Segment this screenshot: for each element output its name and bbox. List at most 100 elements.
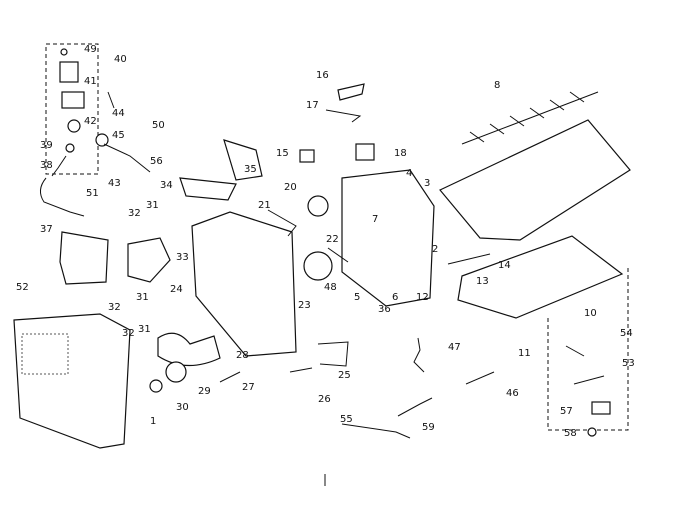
switch-35 <box>223 139 263 181</box>
small-parts-stack <box>51 48 109 177</box>
part-label-23: 23 <box>298 300 311 311</box>
bracket-34 <box>179 177 237 201</box>
part-label-31: 31 <box>136 292 149 303</box>
part-label-22: 22 <box>326 234 339 245</box>
part-15 <box>299 149 315 163</box>
part-label-34: 34 <box>160 180 173 191</box>
part-label-45: 45 <box>112 130 125 141</box>
part-label-31: 31 <box>138 324 151 335</box>
part-label-53: 53 <box>622 358 635 369</box>
part-18 <box>355 143 375 161</box>
part-label-30: 30 <box>176 402 189 413</box>
part-label-38: 38 <box>40 160 53 171</box>
part-label-52: 52 <box>16 282 29 293</box>
screw-44 <box>107 91 115 109</box>
part-label-3: 3 <box>424 178 430 189</box>
part-27 <box>219 371 241 383</box>
heater-rod-43 <box>103 143 151 173</box>
motor-33 <box>127 237 171 283</box>
part-label-26: 26 <box>318 394 331 405</box>
motor-bracket-28 <box>157 332 221 367</box>
shelf-13 <box>457 235 624 319</box>
tray-3 <box>439 119 631 241</box>
gear-23 <box>303 251 333 281</box>
cover-grille <box>21 333 69 375</box>
part-21 <box>267 209 297 237</box>
part-label-10: 10 <box>584 308 597 319</box>
part-label-46: 46 <box>506 388 519 399</box>
fill-cup-37 <box>59 231 109 285</box>
part-22 <box>327 247 349 263</box>
part-label-35: 35 <box>244 164 257 175</box>
part-label-29: 29 <box>198 386 211 397</box>
part-20 <box>307 195 329 217</box>
part-label-39: 39 <box>40 140 53 151</box>
part-label-17: 17 <box>306 100 319 111</box>
part-47 <box>413 337 425 373</box>
part-label-24: 24 <box>170 284 183 295</box>
mold-body-4 <box>341 169 435 307</box>
part-label-11: 11 <box>518 348 531 359</box>
part-label-32: 32 <box>122 328 135 339</box>
part-57 <box>591 401 611 415</box>
part-label-55: 55 <box>340 414 353 425</box>
part-label-47: 47 <box>448 342 461 353</box>
part-29 <box>165 361 187 383</box>
part-label-25: 25 <box>338 370 351 381</box>
part-label-44: 44 <box>112 108 125 119</box>
part-label-13: 13 <box>476 276 489 287</box>
part-label-32: 32 <box>108 302 121 313</box>
part-label-49: 49 <box>84 44 97 55</box>
part-label-32: 32 <box>128 208 141 219</box>
part-label-36: 36 <box>378 304 391 315</box>
part-53 <box>573 375 605 385</box>
housing-24 <box>191 211 297 357</box>
part-number-labels: 4940414442394538435056513734323135335231… <box>16 44 635 439</box>
part-label-43: 43 <box>108 178 121 189</box>
part-label-1: 1 <box>150 416 156 427</box>
part-label-15: 15 <box>276 148 289 159</box>
part-label-21: 21 <box>258 200 271 211</box>
part-label-58: 58 <box>564 428 577 439</box>
part-label-51: 51 <box>86 188 99 199</box>
part-label-33: 33 <box>176 252 189 263</box>
part-label-50: 50 <box>152 120 165 131</box>
part-label-40: 40 <box>114 54 127 65</box>
part-label-48: 48 <box>324 282 337 293</box>
part-label-28: 28 <box>236 350 249 361</box>
part-16 <box>337 83 365 101</box>
part-label-20: 20 <box>284 182 297 193</box>
part-label-6: 6 <box>392 292 398 303</box>
part-25 <box>317 341 349 367</box>
part-label-14: 14 <box>498 260 511 271</box>
part-label-59: 59 <box>422 422 435 433</box>
part-label-2: 2 <box>432 244 438 255</box>
rod-14 <box>447 253 491 265</box>
part-label-31: 31 <box>146 200 159 211</box>
part-label-18: 18 <box>394 148 407 159</box>
part-label-7: 7 <box>372 214 378 225</box>
part-17 <box>325 109 362 123</box>
part-54 <box>565 345 585 357</box>
part-30 <box>149 379 163 393</box>
part-label-57: 57 <box>560 406 573 417</box>
part-26 <box>289 367 313 373</box>
valve-46 <box>465 371 495 385</box>
cover-1 <box>13 313 131 449</box>
part-label-56: 56 <box>150 156 163 167</box>
fill-tube-51 <box>40 177 85 217</box>
part-label-12: 12 <box>416 292 429 303</box>
inset-box-right <box>547 268 629 431</box>
part-label-42: 42 <box>84 116 97 127</box>
part-label-16: 16 <box>316 70 329 81</box>
wire-59 <box>397 397 433 417</box>
part-58 <box>587 427 597 437</box>
part-label-8: 8 <box>494 80 500 91</box>
wire-55 <box>341 423 411 439</box>
part-label-27: 27 <box>242 382 255 393</box>
part-label-54: 54 <box>620 328 633 339</box>
part-label-37: 37 <box>40 224 53 235</box>
ejector-comb-8 <box>461 91 599 145</box>
part-label-41: 41 <box>84 76 97 87</box>
